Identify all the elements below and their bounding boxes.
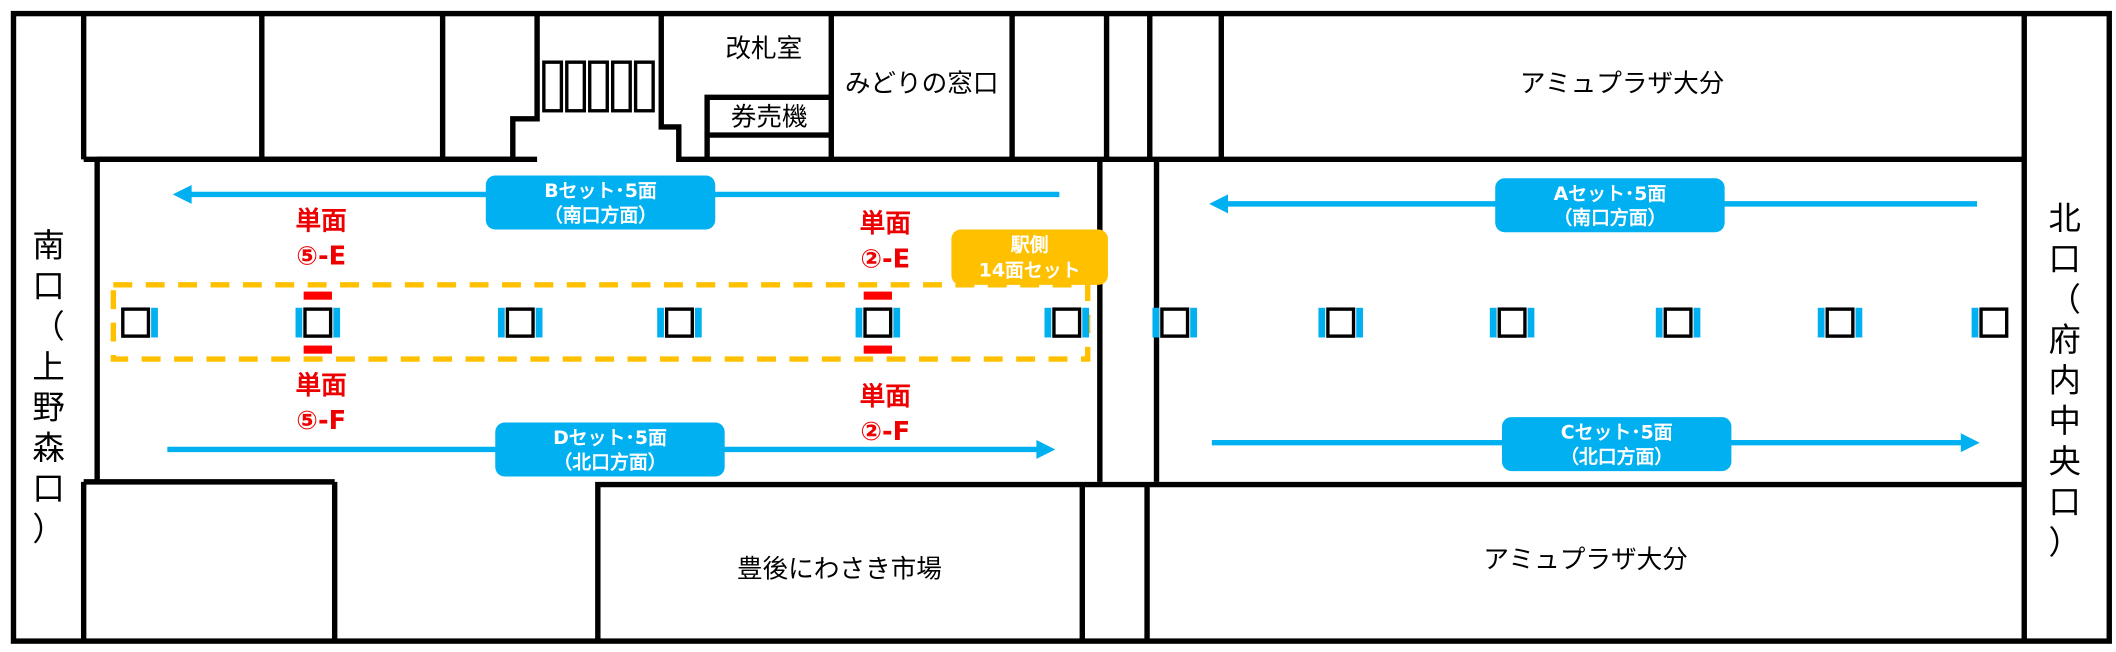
pillar: [1817, 307, 1863, 338]
exit-char: 央: [2049, 442, 2081, 480]
sign-face-left: [1489, 307, 1497, 338]
pillar: [1971, 307, 2009, 338]
exit-char: 上: [32, 348, 64, 386]
stairs: [542, 60, 655, 113]
exit-char: 府: [2049, 321, 2081, 359]
pillar: [1318, 307, 1363, 338]
exit-char: 口: [2049, 483, 2081, 521]
exit-char: ）: [32, 510, 64, 548]
svg-text:（北口方面）: （北口方面）: [553, 450, 666, 473]
pillar: [121, 307, 158, 338]
svg-text:⑤-F: ⑤-F: [296, 406, 346, 436]
single-face-2f: 単面 ②-F: [860, 382, 911, 447]
single-face-top: [303, 291, 332, 300]
pillars: [121, 291, 2009, 354]
svg-text:（南口方面）: （南口方面）: [544, 203, 657, 226]
walls: [10, 10, 2112, 644]
exit-char: （: [2049, 280, 2081, 318]
pillar: [1152, 307, 1197, 338]
exit-char: 南: [32, 227, 64, 265]
svg-text:駅側: 駅側: [1010, 234, 1049, 256]
sign-face-right: [694, 307, 702, 338]
pillar: [1655, 307, 1701, 338]
exit-char: 口: [2049, 240, 2081, 278]
svg-text:14面セット: 14面セット: [979, 260, 1081, 282]
single-face-2e: 単面 ②-E: [860, 209, 911, 274]
exit-char: 森: [32, 429, 64, 467]
sign-face-left: [855, 307, 863, 338]
svg-text:②-E: ②-E: [860, 244, 910, 274]
pillar: [497, 307, 543, 338]
svg-text:単面: 単面: [296, 207, 347, 237]
sign-face-left: [1152, 307, 1160, 338]
svg-text:Aセット･5面: Aセット･5面: [1554, 183, 1667, 205]
sign-face-right: [333, 307, 341, 338]
set-c-label: Cセット･5面 （北口方面）: [1501, 417, 1732, 472]
svg-text:⑤-E: ⑤-E: [296, 242, 346, 272]
exit-char: ）: [2049, 523, 2081, 561]
amu-plaza-bottom-label: アミュプラザ大分: [1483, 545, 1687, 575]
sign-face-left: [1817, 307, 1825, 338]
single-face-bottom: [303, 345, 332, 354]
exit-char: 中: [2049, 402, 2081, 440]
pillar: [657, 307, 702, 338]
set-a-label: Aセット･5面 （南口方面）: [1495, 178, 1725, 233]
svg-text:（南口方面）: （南口方面）: [1553, 206, 1666, 229]
single-face-5f: 単面 ⑤-F: [296, 371, 347, 436]
amu-plaza-top-label: アミュプラザ大分: [1520, 69, 1725, 99]
svg-text:Cセット･5面: Cセット･5面: [1561, 422, 1673, 444]
sign-face-left: [1318, 307, 1326, 338]
sign-face-left: [1044, 307, 1052, 338]
svg-text:単面: 単面: [860, 382, 911, 412]
ticket-office-label: 改札室: [725, 34, 802, 64]
pillar: [295, 291, 341, 354]
svg-text:②-F: ②-F: [860, 417, 910, 447]
ticket-machines-label: 券売機: [731, 103, 808, 133]
exit-char: 北: [2049, 200, 2081, 238]
exit-char: 口: [32, 469, 64, 507]
svg-text:Dセット･5面: Dセット･5面: [553, 427, 667, 449]
svg-text:Bセット･5面: Bセット･5面: [544, 180, 657, 202]
svg-text:単面: 単面: [860, 209, 911, 239]
sign-face-right: [1190, 307, 1197, 338]
sign-face-left: [295, 307, 303, 338]
set-b-label: Bセット･5面 （南口方面）: [485, 175, 716, 230]
set-d-label: Dセット･5面 （北口方面）: [495, 422, 725, 477]
market-label: 豊後にわさき市場: [737, 555, 942, 585]
svg-text:（北口方面）: （北口方面）: [1560, 445, 1673, 468]
exit-char: 野: [32, 388, 64, 426]
sign-face-right: [1855, 307, 1863, 338]
sign-face-left: [497, 307, 505, 338]
sign-face-right: [1693, 307, 1701, 338]
midori-window-label: みどりの窓口: [845, 69, 999, 99]
sign-face-left: [1971, 307, 1979, 338]
sign-face-right: [151, 307, 158, 338]
pillar: [1489, 307, 1535, 338]
pillar: [1044, 307, 1090, 338]
exit-char: 内: [2049, 361, 2081, 399]
sign-face-right: [535, 307, 543, 338]
sign-face-right: [1527, 307, 1535, 338]
pillar: [855, 291, 901, 354]
exit-char: 口: [32, 267, 64, 305]
svg-text:単面: 単面: [296, 371, 347, 401]
sign-face-right: [1356, 307, 1363, 338]
single-face-5e: 単面 ⑤-E: [296, 207, 347, 272]
sign-face-right: [1082, 307, 1090, 338]
station-side-set-label: 駅側 14面セット: [951, 229, 1108, 285]
exit-char: （: [32, 307, 64, 345]
sign-face-left: [657, 307, 664, 338]
single-face-top: [863, 291, 893, 300]
sign-face-right: [893, 307, 901, 338]
single-face-bottom: [863, 345, 893, 354]
sign-face-left: [1655, 307, 1663, 338]
